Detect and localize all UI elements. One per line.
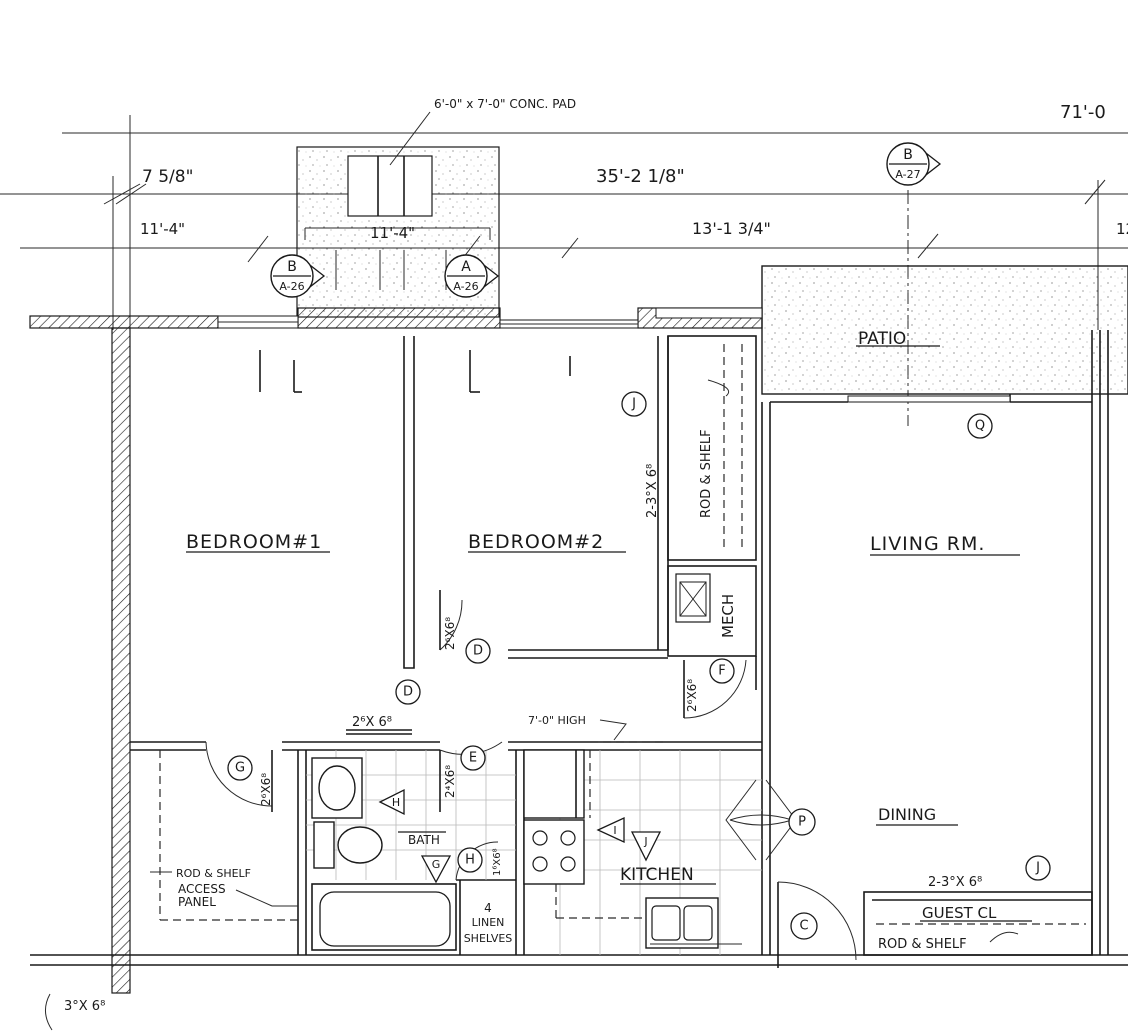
- window-tag-i-kitchen: I: [596, 816, 625, 844]
- door-tag-c: C: [790, 912, 818, 940]
- window-tag-j-kitchen: J: [630, 831, 662, 862]
- door-tag-j-dining: J: [1025, 855, 1051, 881]
- note-access-panel-1: ACCESS: [178, 882, 226, 896]
- door-size-bath: 2⁴X6⁸: [443, 765, 457, 798]
- note-linen-1: LINEN: [472, 916, 505, 929]
- room-label-kitchen: KITCHEN: [620, 865, 694, 885]
- note-kitchen-soffit: 7'-0" HIGH: [528, 714, 586, 727]
- door-size-closet-bed2: 2-3°X 6⁸: [645, 464, 660, 518]
- section-markers: B A-26 A A-26 B A-27: [270, 142, 942, 298]
- door-size-bed1: 2⁶X 6⁸: [352, 715, 392, 730]
- svg-text:D: D: [473, 644, 483, 659]
- section-marker-a-2: A A-26: [444, 254, 500, 298]
- door-tag-g: G: [227, 755, 253, 781]
- interior-walls: [130, 335, 1093, 968]
- note-access-panel-2: PANEL: [178, 895, 216, 909]
- dim-pad-width: 11'-4": [370, 224, 415, 242]
- windows-top: [217, 315, 639, 393]
- bath-fixtures: [306, 750, 516, 951]
- kitchen-fixtures: [523, 749, 762, 955]
- section-marker-sheet: A-26: [453, 280, 478, 293]
- door-tag-j-closet: J: [621, 391, 647, 417]
- door-tag-e: E: [460, 745, 486, 771]
- svg-text:F: F: [718, 664, 725, 679]
- svg-text:J: J: [1035, 861, 1040, 876]
- door-size-bed2: 2⁶X6⁸: [443, 617, 457, 650]
- note-linen-2: SHELVES: [464, 932, 513, 945]
- dim-right-edge: 12: [1116, 220, 1128, 238]
- room-label-dining: DINING: [878, 805, 936, 824]
- section-marker-sheet: A-26: [279, 280, 304, 293]
- dim-left-offset: 7 5/8": [142, 167, 193, 187]
- room-label-guest-closet: GUEST CL: [922, 904, 997, 922]
- svg-text:E: E: [469, 751, 477, 766]
- door-size-linen: 1⁶X6⁸: [492, 848, 503, 876]
- window-tag-h-bath: H: [378, 788, 405, 816]
- room-label-mech: MECH: [719, 594, 737, 638]
- door-size-mech: 2⁶X6⁸: [685, 679, 699, 712]
- svg-text:J: J: [643, 835, 647, 848]
- svg-text:C: C: [799, 919, 808, 934]
- svg-text:I: I: [613, 824, 616, 837]
- note-rod-shelf-access: ROD & SHELF: [176, 867, 251, 880]
- door-tag-f: F: [709, 658, 735, 684]
- leader-lines: [150, 379, 1019, 943]
- note-concrete-pad: 6'-0" x 7'-0" CONC. PAD: [434, 97, 576, 111]
- svg-text:G: G: [432, 858, 441, 871]
- note-rod-shelf-closet: ROD & SHELF: [699, 429, 714, 518]
- exterior-walls: [29, 307, 1128, 994]
- door-tag-q: Q: [967, 413, 993, 439]
- room-label-bath: BATH: [408, 833, 440, 847]
- svg-text:Q: Q: [975, 419, 985, 434]
- note-rod-shelf-guest: ROD & SHELF: [878, 937, 967, 952]
- section-marker-sheet: A-27: [895, 168, 920, 181]
- svg-text:H: H: [465, 853, 475, 868]
- room-label-patio: PATIO: [858, 329, 906, 349]
- section-marker-letter: B: [287, 259, 297, 275]
- section-marker-b-1: B A-26: [270, 254, 326, 298]
- door-tag-d-bedroom2: D: [465, 638, 491, 664]
- note-linen-count: 4: [484, 901, 492, 915]
- dim-living-width: 13'-1 3/4": [692, 219, 771, 238]
- room-label-bedroom2: BEDROOM#2: [468, 531, 604, 553]
- door-size-guest-closet: 2-3°X 6⁸: [928, 875, 982, 890]
- patio-slab: [761, 265, 1128, 395]
- dim-bedroom1-width: 11'-4": [140, 220, 185, 238]
- svg-text:G: G: [235, 761, 245, 776]
- svg-text:P: P: [798, 815, 806, 830]
- section-marker-b-3: B A-27: [886, 142, 942, 186]
- section-marker-letter: A: [461, 259, 471, 275]
- dim-overall-right: 71'-0: [1060, 102, 1106, 123]
- room-label-bedroom1: BEDROOM#1: [186, 531, 322, 553]
- window-tag-g-bath: G: [420, 855, 452, 884]
- room-label-living: LIVING RM.: [870, 533, 985, 555]
- door-tag-h-linen: H: [457, 847, 483, 873]
- door-tag-d-bedroom1: D: [395, 679, 421, 705]
- section-marker-letter: B: [903, 147, 913, 163]
- svg-text:D: D: [403, 685, 413, 700]
- door-size-entry: 3°X 6⁸: [64, 999, 105, 1014]
- dim-overall-width: 35'-2 1/8": [596, 166, 685, 187]
- door-tag-p: P: [788, 808, 816, 836]
- svg-text:H: H: [392, 796, 400, 809]
- door-size-closet-bed1: 2⁶X6⁸: [259, 773, 273, 806]
- svg-text:J: J: [631, 397, 636, 412]
